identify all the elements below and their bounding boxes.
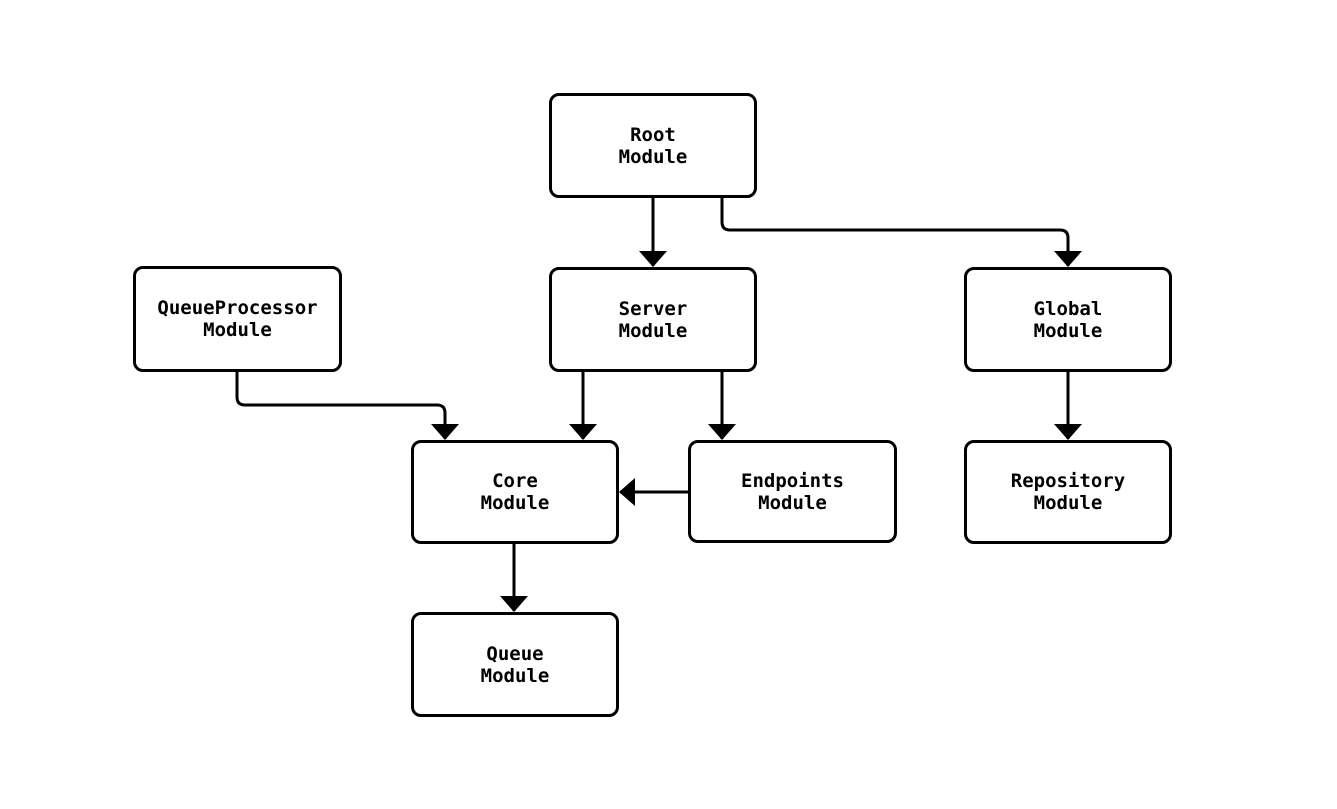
edges-group	[235, 198, 1082, 612]
node-label-line1: Repository	[1010, 470, 1126, 492]
node-label-line2: Module	[1033, 319, 1103, 342]
node-label-line1: Global	[1033, 297, 1103, 320]
node-label-line2: Module	[618, 319, 688, 342]
node-label-line1: Endpoints	[741, 469, 844, 492]
node-label-line1: Core	[492, 470, 538, 492]
node-label-line2: Module	[480, 492, 550, 514]
node-label-line1: QueueProcessor	[157, 297, 318, 319]
node-label-line2: Module	[758, 491, 827, 514]
edge-root-to-global	[720, 198, 1082, 267]
edge-queueprocessor-to-core	[235, 372, 459, 440]
node-label-line1: Server	[618, 297, 688, 320]
node-label-line2: Module	[203, 319, 272, 341]
node-label-line2: Module	[480, 664, 550, 687]
node-label-line2: Module	[1033, 492, 1103, 514]
node-label-line1: Root	[630, 123, 676, 146]
node-label-line2: Module	[618, 145, 688, 168]
node-label-line1: Queue	[486, 642, 544, 665]
